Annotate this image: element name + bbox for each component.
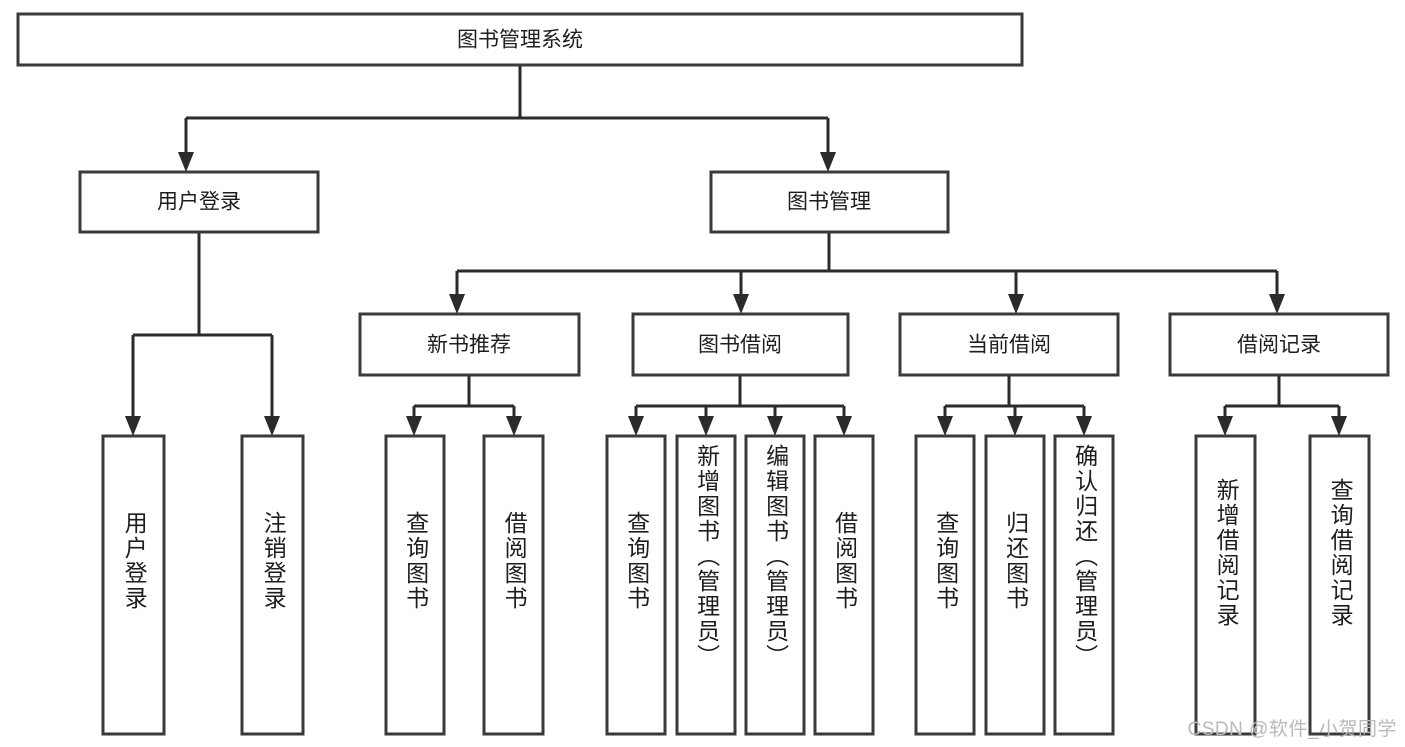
node-root-label: 图书管理系统 xyxy=(457,29,583,52)
connector-borrowrecord-to-leaves xyxy=(1223,375,1341,422)
node-leaf-user-login[interactable] xyxy=(101,434,166,736)
node-box-layer: 图书管理系统 用户登录 图书管理 新书推荐 图书借阅 当前借阅 借阅记录 xyxy=(16,12,1390,736)
node-leaf-query-book-2[interactable] xyxy=(605,434,667,736)
node-user-login-label: 用户登录 xyxy=(157,191,241,214)
arrowhead-to-leaf-return-book xyxy=(1007,416,1023,436)
node-leaf-borrow-book-2[interactable] xyxy=(813,434,875,736)
node-leaf-query-book-3[interactable] xyxy=(914,434,976,736)
arrowhead-to-leaf-logout-login xyxy=(264,416,280,436)
connector-newbook-to-leaves xyxy=(412,375,516,422)
node-leaf-add-book-admin[interactable] xyxy=(675,434,737,736)
connector-userlogin-to-leaves xyxy=(131,232,274,422)
arrowhead-to-book-management xyxy=(820,152,836,172)
arrowhead-to-user-login xyxy=(178,152,194,172)
node-borrow-record[interactable] xyxy=(1168,312,1390,377)
node-leaf-borrow-book-1[interactable] xyxy=(482,434,545,736)
node-leaf-logout-login[interactable] xyxy=(240,434,305,736)
node-root-book-management-system[interactable] xyxy=(16,12,1024,67)
connector-root-to-level2 xyxy=(184,65,830,158)
node-current-borrow[interactable] xyxy=(898,312,1120,377)
arrowhead-to-borrow-record xyxy=(1269,294,1285,314)
csdn-watermark: CSDN @软件_小贺同学 xyxy=(1187,719,1397,740)
arrowhead-layer xyxy=(125,152,1347,436)
arrowhead-to-new-book-recommend xyxy=(449,294,465,314)
arrowhead-to-current-borrow xyxy=(1008,294,1024,314)
node-user-login[interactable] xyxy=(78,170,320,234)
node-book-borrow[interactable] xyxy=(631,312,850,377)
node-leaf-query-book-1[interactable] xyxy=(384,434,446,736)
node-leaf-return-book[interactable] xyxy=(984,434,1046,736)
node-leaf-confirm-return-admin[interactable] xyxy=(1053,434,1115,736)
arrowhead-to-leaf-add-book xyxy=(698,416,714,436)
node-new-book-recommend-label: 新书推荐 xyxy=(427,334,511,357)
arrowhead-to-leaf-user-login xyxy=(125,416,141,436)
arrowhead-to-leaf-confirm-return xyxy=(1076,416,1092,436)
node-borrow-record-label: 借阅记录 xyxy=(1237,334,1321,357)
arrowhead-to-leaf-query-record xyxy=(1331,416,1347,436)
node-leaf-add-borrow-record[interactable] xyxy=(1194,434,1257,736)
arrowhead-to-leaf-query-book-3 xyxy=(937,416,953,436)
connector-layer xyxy=(131,65,1341,422)
arrowhead-to-leaf-borrow-book-2 xyxy=(836,416,852,436)
connector-currentborrow-to-leaves xyxy=(943,375,1086,422)
node-current-borrow-label: 当前借阅 xyxy=(967,334,1051,357)
arrowhead-to-leaf-add-record xyxy=(1217,416,1233,436)
arrowhead-to-leaf-query-book-1 xyxy=(406,416,422,436)
node-book-management-label: 图书管理 xyxy=(787,191,871,214)
arrowhead-to-leaf-borrow-book-1 xyxy=(506,416,522,436)
arrowhead-to-leaf-edit-book xyxy=(767,416,783,436)
node-book-borrow-label: 图书借阅 xyxy=(698,334,782,357)
node-leaf-query-borrow-record[interactable] xyxy=(1308,434,1371,736)
arrowhead-to-leaf-query-book-2 xyxy=(628,416,644,436)
arrowhead-to-book-borrow xyxy=(733,294,749,314)
node-book-management[interactable] xyxy=(709,170,950,234)
node-new-book-recommend[interactable] xyxy=(358,312,581,377)
connector-bookborrow-to-leaves xyxy=(634,375,846,422)
connector-bookmgmt-to-level3 xyxy=(455,232,1279,300)
node-leaf-edit-book-admin[interactable] xyxy=(744,434,806,736)
